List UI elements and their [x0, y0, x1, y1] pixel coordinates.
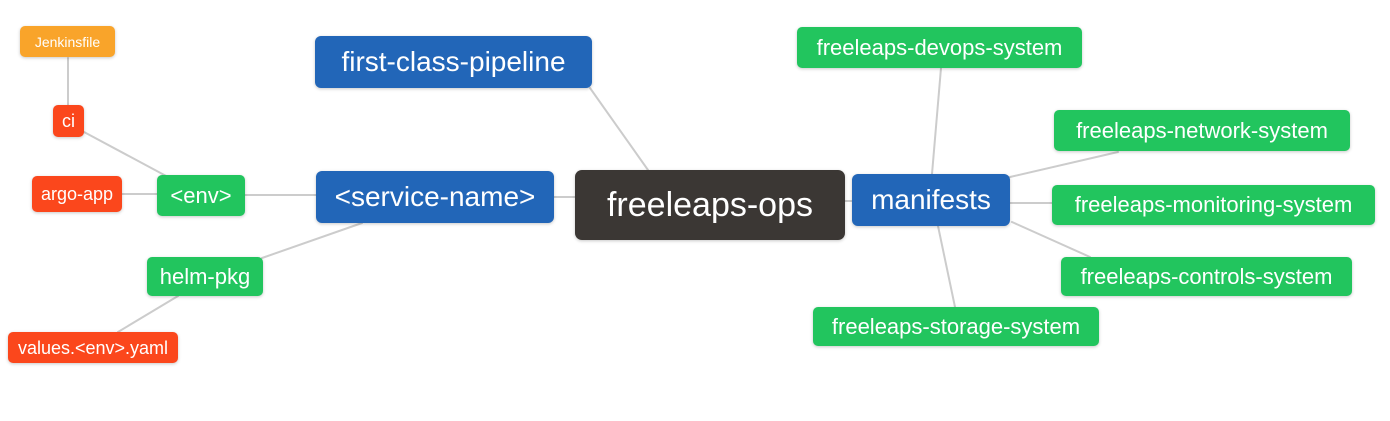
node-ci[interactable]: ci: [53, 105, 84, 137]
node-controls-system[interactable]: freeleaps-controls-system: [1061, 257, 1352, 296]
node-storage-system[interactable]: freeleaps-storage-system: [813, 307, 1099, 346]
edge-first-class-pipeline-to-freeleaps-ops: [589, 87, 649, 171]
edge-manifests-to-storage-system: [937, 225, 956, 308]
node-network-system[interactable]: freeleaps-network-system: [1054, 110, 1350, 151]
edge-ci-to-env: [83, 131, 169, 178]
node-env[interactable]: <env>: [157, 175, 245, 216]
node-helm-pkg[interactable]: helm-pkg: [147, 257, 263, 296]
node-devops-system[interactable]: freeleaps-devops-system: [797, 27, 1082, 68]
node-manifests[interactable]: manifests: [852, 174, 1010, 226]
edge-values-env-yaml-to-helm-pkg: [117, 295, 179, 333]
node-monitoring-system[interactable]: freeleaps-monitoring-system: [1052, 185, 1375, 225]
edge-manifests-to-network-system: [1009, 151, 1119, 178]
node-service-name[interactable]: <service-name>: [316, 171, 554, 223]
node-freeleaps-ops-root[interactable]: freeleaps-ops: [575, 170, 845, 240]
node-argo-app[interactable]: argo-app: [32, 176, 122, 212]
edge-manifests-to-controls-system: [1011, 221, 1091, 258]
node-first-class-pipeline[interactable]: first-class-pipeline: [315, 36, 592, 88]
node-jenkinsfile[interactable]: Jenkinsfile: [20, 26, 115, 57]
node-values-env-yaml[interactable]: values.<env>.yaml: [8, 332, 178, 363]
edge-helm-pkg-to-service-name: [261, 222, 363, 259]
edge-manifests-to-devops-system: [931, 67, 942, 175]
